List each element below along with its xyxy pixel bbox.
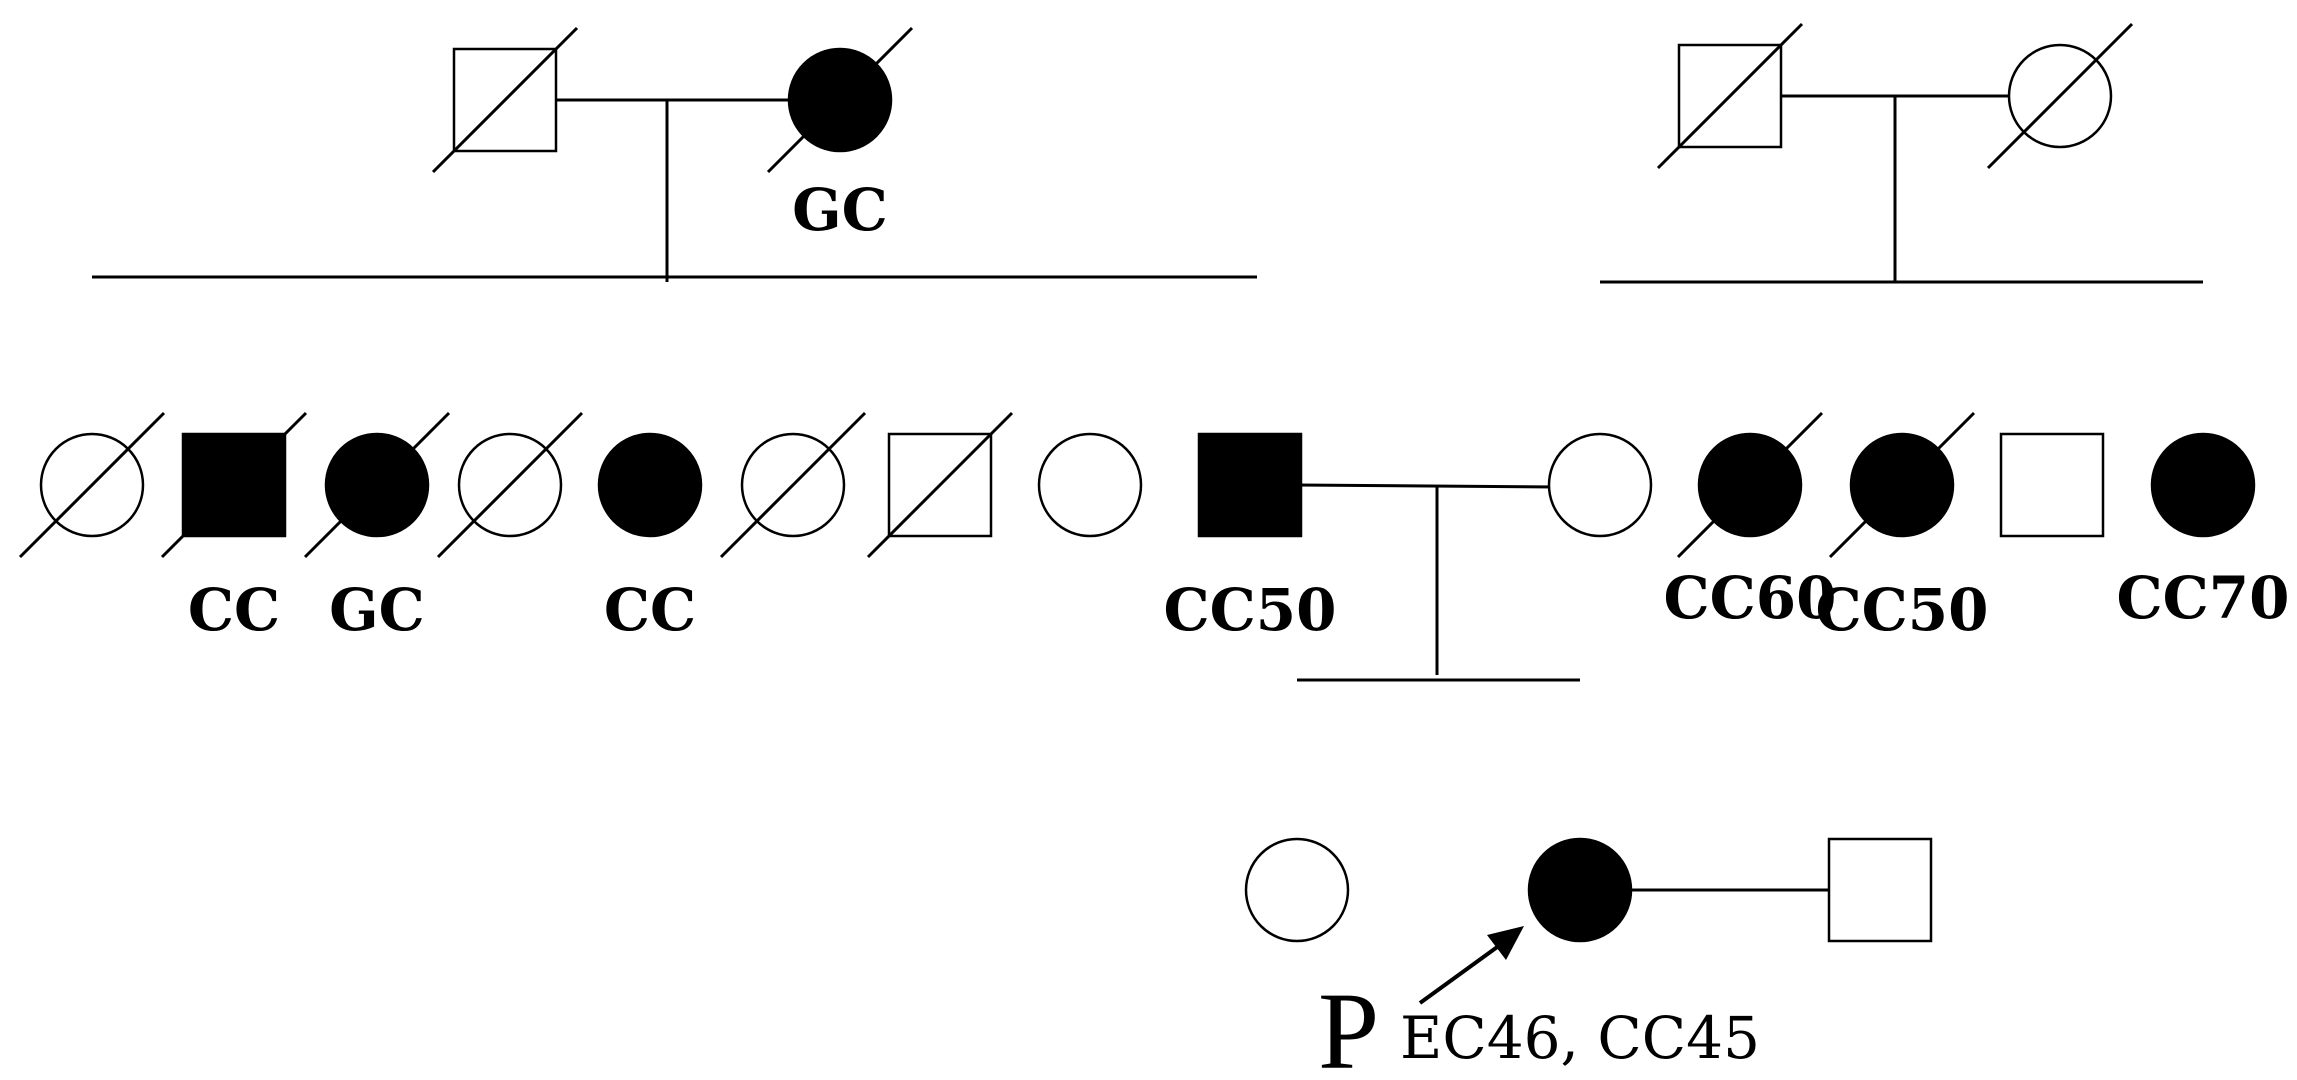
proband-arrow [1418, 926, 1524, 1005]
sib-pat-member-7-deceased-slash [866, 411, 1014, 559]
sib-pat-member-3-deceased-slash [303, 411, 451, 559]
sib-pat-member-8-circle [1037, 432, 1143, 538]
sib-mat-member-5-label: CC70 [2116, 564, 2289, 632]
sib-mat-member-2-label: CC60 [1663, 564, 1836, 632]
sib-pat-member-5-label: CC [604, 576, 696, 644]
sib-mat-member-1-circle [1547, 432, 1653, 538]
sib-pat-member-2-deceased-slash [160, 411, 308, 559]
sib-mat-member-3-label: CC50 [1815, 576, 1988, 644]
sib-pat-member-9-square [1197, 432, 1303, 538]
mating-line-parents [1296, 483, 1557, 489]
gp-mat-member-1-deceased-slash [1656, 22, 1804, 170]
paternal-siblings: CC GC CC CC50 [18, 411, 1337, 644]
kids-member-2-circle [1527, 837, 1633, 943]
gp-mat-member-2-deceased-slash [1986, 22, 2134, 170]
proband-arrow-shaft [1418, 943, 1502, 1005]
sib-pat-member-6-deceased-slash [719, 411, 867, 559]
kids-member-2-label: EC46, CC45 [1400, 1004, 1760, 1072]
sib-pat-member-3-label: GC [329, 576, 425, 644]
sib-pat-member-4-deceased-slash [436, 411, 584, 559]
sib-mat-member-2-deceased-slash [1676, 411, 1824, 559]
pedigree-lines [92, 94, 2203, 892]
children: EC46, CC45 [1244, 837, 1760, 1072]
gp-pat-member-2-label: GC [792, 176, 888, 244]
sib-mat-member-5-circle [2150, 432, 2256, 538]
sib-mat-member-3-deceased-slash [1828, 411, 1976, 559]
sib-pat-member-2-label: CC [188, 576, 280, 644]
sib-pat-member-1-deceased-slash [18, 411, 166, 559]
proband-arrow-head [1487, 926, 1524, 960]
gp-pat-member-2-deceased-slash [766, 26, 914, 174]
sib-mat-member-4-square [1999, 432, 2105, 538]
proband-spouse-square [1827, 837, 1933, 943]
sib-pat-member-9-label: CC50 [1163, 576, 1336, 644]
sib-pat-member-5-circle [597, 432, 703, 538]
proband-marker: P [1318, 970, 1379, 1080]
maternal-grandparents [1656, 22, 2134, 170]
paternal-grandparents: GC [431, 26, 914, 244]
kids-member-1-circle [1244, 837, 1350, 943]
proband-spouse [1827, 837, 1933, 943]
gp-pat-member-1-deceased-slash [431, 26, 579, 174]
